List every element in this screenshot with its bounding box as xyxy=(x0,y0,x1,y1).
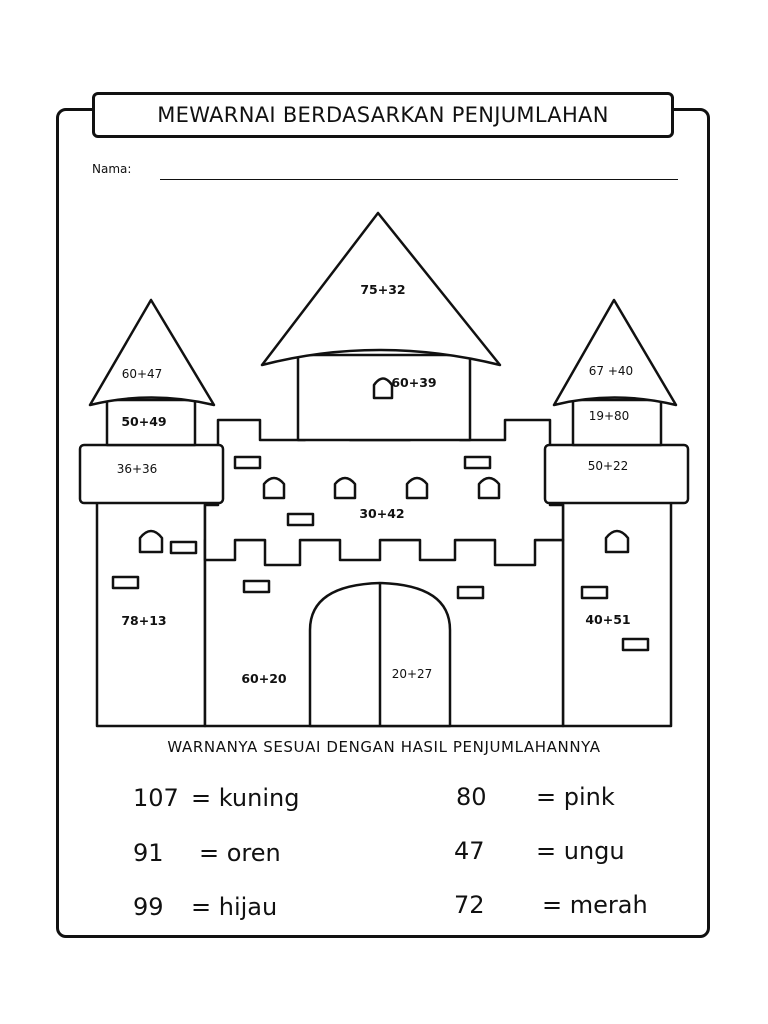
sum-left-top: 50+49 xyxy=(121,414,166,429)
right-tower-band[interactable] xyxy=(543,443,690,505)
brick xyxy=(463,455,492,470)
worksheet-title-box: MEWARNAI BERDASARKAN PENJUMLAHAN xyxy=(92,92,674,138)
instruction-text: WARNANYA SESUAI DENGAN HASIL PENJUMLAHAN… xyxy=(167,738,601,756)
name-label: Nama: xyxy=(92,162,132,176)
window-wall-3 xyxy=(405,476,429,500)
sum-left-roof: 60+47 xyxy=(122,367,163,381)
brick xyxy=(111,575,140,590)
key-color: = hijau xyxy=(191,893,278,921)
brick xyxy=(580,585,609,600)
window-right-tower xyxy=(604,529,630,554)
right-roof[interactable] xyxy=(552,298,678,407)
right-tower-body[interactable] xyxy=(561,486,673,728)
key-color: = merah xyxy=(542,891,648,919)
key-number: 107 xyxy=(133,784,179,812)
window-wall-2 xyxy=(333,476,357,500)
sum-right-top: 19+80 xyxy=(589,409,630,423)
window-wall-4 xyxy=(477,476,501,500)
sum-wall-upper: 30+42 xyxy=(359,506,404,521)
key-number: 47 xyxy=(454,837,485,865)
sum-right-band: 50+22 xyxy=(588,459,629,473)
brick xyxy=(456,585,485,600)
left-roof[interactable] xyxy=(88,298,216,407)
sum-wall-lower: 60+20 xyxy=(241,671,287,686)
key-color: = pink xyxy=(536,783,615,811)
brick xyxy=(233,455,262,470)
worksheet-title: MEWARNAI BERDASARKAN PENJUMLAHAN xyxy=(157,103,609,127)
brick xyxy=(242,579,271,594)
sum-left-band: 36+36 xyxy=(117,462,158,476)
sum-door: 20+27 xyxy=(392,667,433,681)
sum-right-tower: 40+51 xyxy=(585,612,630,627)
brick xyxy=(169,540,198,555)
sum-left-tower: 78+13 xyxy=(121,613,166,628)
window-wall-1 xyxy=(262,476,286,500)
right-tower-top[interactable] xyxy=(571,398,663,447)
brick xyxy=(621,637,650,652)
left-tower-body[interactable] xyxy=(95,486,207,728)
key-number: 80 xyxy=(456,783,487,811)
center-roof[interactable] xyxy=(260,211,502,367)
key-color: = kuning xyxy=(191,784,300,812)
key-number: 99 xyxy=(133,893,164,921)
sum-right-roof: 67 +40 xyxy=(589,364,633,378)
key-color: = oren xyxy=(199,839,281,867)
key-number: 72 xyxy=(454,891,485,919)
key-color: = ungu xyxy=(536,837,625,865)
window-center-tower xyxy=(372,377,394,400)
sum-center-roof: 75+32 xyxy=(360,282,405,297)
brick xyxy=(286,512,315,527)
name-line[interactable] xyxy=(160,179,678,180)
window-left-tower xyxy=(138,529,164,554)
sum-center-tower: 60+39 xyxy=(391,375,436,390)
left-tower-top[interactable] xyxy=(105,398,197,447)
center-tower-body[interactable] xyxy=(296,353,472,442)
key-number: 91 xyxy=(133,839,164,867)
